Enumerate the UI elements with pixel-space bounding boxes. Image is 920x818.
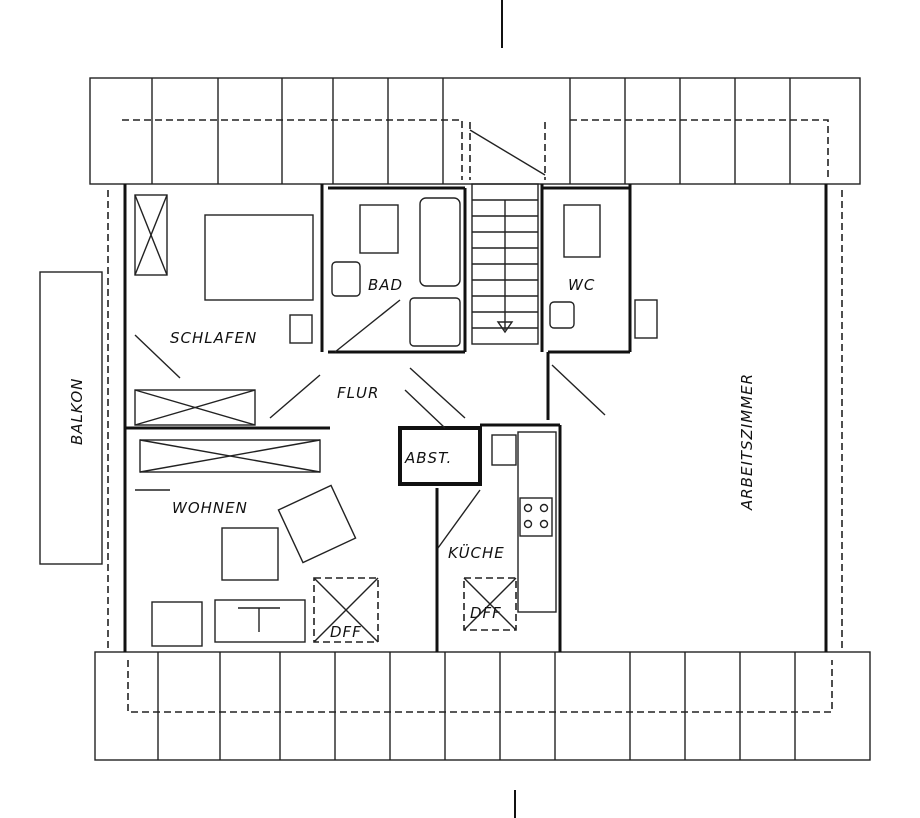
balcony: BALKON xyxy=(39,271,103,565)
sofa-left xyxy=(151,601,203,647)
interior-walls xyxy=(125,184,632,652)
hall-door-swings xyxy=(269,364,606,429)
bed xyxy=(204,214,314,301)
room-label-balkon: BALKON xyxy=(68,378,86,445)
bathtub xyxy=(419,197,461,287)
skylight-label-kueche: DFF xyxy=(470,604,502,622)
room-label-wc: WC xyxy=(568,276,595,294)
room-label-schlafen: SCHLAFEN xyxy=(170,329,257,347)
toilet-bad xyxy=(359,204,399,254)
storage-room: ABST. xyxy=(398,426,482,486)
roof-overhang-bottom xyxy=(94,651,871,761)
room-label-flur: FLUR xyxy=(337,384,379,402)
wc-fixtures xyxy=(549,204,658,339)
bathroom-fixtures xyxy=(331,197,461,353)
table xyxy=(221,527,279,581)
wardrobe-2 xyxy=(134,389,256,426)
outer-walls xyxy=(107,184,843,652)
roof-overhang-top xyxy=(89,77,861,185)
toilet-wc xyxy=(563,204,601,258)
shower xyxy=(409,297,461,347)
wardrobe xyxy=(134,194,168,276)
kitchen-furniture xyxy=(437,431,557,613)
sink-wc xyxy=(549,301,575,329)
room-label-kueche: KÜCHE xyxy=(448,543,505,562)
armchair xyxy=(277,484,357,564)
living-furniture xyxy=(135,439,357,647)
bedroom-furniture xyxy=(134,194,314,426)
sink-bad xyxy=(331,261,361,297)
stove xyxy=(519,497,553,537)
room-label-wohnen: WOHNEN xyxy=(172,499,248,517)
sofa xyxy=(214,599,306,643)
room-label-bad: BAD xyxy=(368,276,403,294)
room-label-arbeitszimmer: ARBEITSZIMMER xyxy=(738,373,756,511)
staircase xyxy=(469,122,546,345)
skylight-kueche: DFF xyxy=(463,577,517,631)
room-label-abst: ABST. xyxy=(404,449,452,467)
skylight-label-wohnen: DFF xyxy=(330,623,362,641)
skylight-wohnen: DFF xyxy=(313,577,379,643)
